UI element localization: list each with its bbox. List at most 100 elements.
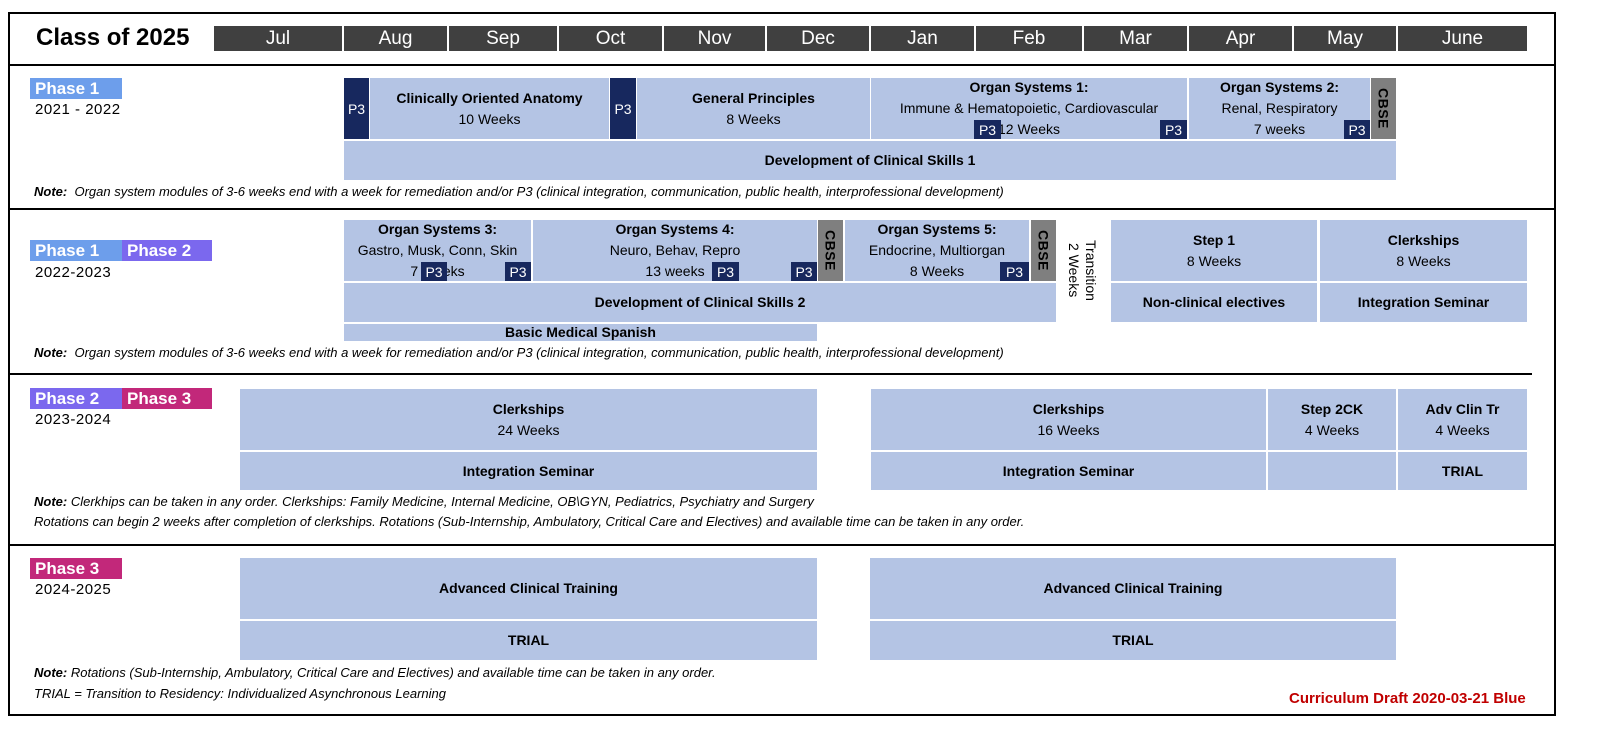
block-title: Adv Clin Tr bbox=[1425, 400, 1500, 417]
month-jul: Jul bbox=[214, 26, 342, 51]
phase-2-badge: Phase 2 bbox=[30, 388, 122, 409]
general-principles-block: General Principles 8 Weeks bbox=[637, 78, 870, 139]
cbse-block: CBSE bbox=[818, 220, 843, 281]
p3-block: P3 bbox=[1000, 262, 1029, 281]
step-1-block: Step 1 8 Weeks bbox=[1111, 220, 1317, 281]
month-feb: Feb bbox=[976, 26, 1082, 51]
note-text: TRIAL = Transition to Residency: Individ… bbox=[34, 686, 447, 701]
block-weeks: 4 Weeks bbox=[1304, 421, 1360, 438]
note-label: Note: bbox=[34, 494, 68, 509]
cbse-block: CBSE bbox=[1031, 220, 1056, 281]
block-title: Advanced Clinical Training bbox=[1043, 580, 1223, 596]
divider-header bbox=[8, 64, 1556, 66]
month-nov: Nov bbox=[664, 26, 765, 51]
block-title: Integration Seminar bbox=[462, 462, 595, 479]
organ-systems-2-block: Organ Systems 2: Renal, Respiratory 7 we… bbox=[1189, 78, 1370, 139]
month-aug: Aug bbox=[344, 26, 447, 51]
block-title: Organ Systems 3: bbox=[377, 221, 498, 237]
note-text: Clerkhips can be taken in any order. Cle… bbox=[70, 494, 814, 509]
block-title: Clerkships bbox=[1387, 231, 1460, 248]
row4-years: 2024-2025 bbox=[35, 581, 112, 598]
non-clinical-electives-block: Non-clinical electives bbox=[1111, 283, 1317, 322]
row2-years: 2022-2023 bbox=[35, 264, 112, 281]
phase-1-badge: Phase 1 bbox=[30, 240, 122, 261]
p3-block: P3 bbox=[791, 262, 817, 281]
advanced-clinical-training-block: Advanced Clinical Training bbox=[870, 558, 1396, 619]
block-title: TRIAL bbox=[1112, 632, 1154, 648]
block-weeks: 8 Weeks bbox=[909, 263, 965, 279]
divider-row3 bbox=[8, 544, 1556, 546]
p3-block: P3 bbox=[421, 262, 447, 281]
row4-note-1: Note: Rotations (Sub-Internship, Ambulat… bbox=[34, 665, 716, 680]
curriculum-draft-label: Curriculum Draft 2020-03-21 Blue bbox=[1289, 690, 1526, 707]
block-title: Organ Systems 1: bbox=[969, 79, 1089, 95]
block-subtitle: Gastro, Musk, Conn, Skin bbox=[357, 242, 518, 258]
row3-note-1: Note: Clerkhips can be taken in any orde… bbox=[34, 494, 814, 509]
block-title: Development of Clinical Skills 2 bbox=[594, 294, 806, 310]
block-title: Step 2CK bbox=[1300, 400, 1364, 417]
block-title: Non-clinical electives bbox=[1142, 294, 1286, 310]
dcs1-block: Development of Clinical Skills 1 bbox=[344, 141, 1396, 180]
block-weeks: 12 Weeks bbox=[998, 121, 1060, 137]
block-weeks: 10 Weeks bbox=[458, 110, 521, 127]
dcs2-block: Development of Clinical Skills 2 bbox=[344, 283, 1056, 322]
month-oct: Oct bbox=[559, 26, 662, 51]
empty-block bbox=[1268, 452, 1396, 490]
block-title: Organ Systems 2: bbox=[1219, 79, 1340, 95]
divider-row1 bbox=[8, 208, 1556, 210]
cbse-block: CBSE bbox=[1371, 78, 1396, 139]
step-2ck-block: Step 2CK 4 Weeks bbox=[1268, 389, 1396, 450]
p3-block: P3 bbox=[1160, 120, 1187, 139]
block-title: TRIAL bbox=[1441, 462, 1484, 479]
p3-block: P3 bbox=[1344, 120, 1370, 139]
block-title: Basic Medical Spanish bbox=[505, 324, 656, 340]
block-title: Development of Clinical Skills 1 bbox=[764, 152, 976, 168]
cbse-label: CBSE bbox=[822, 230, 839, 271]
organ-systems-5-block: Organ Systems 5: Endocrine, Multiorgan 8… bbox=[845, 220, 1029, 281]
page-title: Class of 2025 bbox=[36, 24, 190, 51]
p3-block: P3 bbox=[344, 78, 369, 139]
phase-3-badge: Phase 3 bbox=[122, 388, 212, 409]
row1-note: Note: Organ system modules of 3-6 weeks … bbox=[34, 184, 1004, 199]
block-title: Organ Systems 5: bbox=[877, 221, 997, 237]
block-weeks: 7 weeks bbox=[1253, 121, 1306, 137]
block-title: Step 1 bbox=[1192, 231, 1235, 248]
p3-block: P3 bbox=[505, 262, 531, 281]
row3-note-2: Rotations can begin 2 weeks after comple… bbox=[34, 514, 1024, 529]
block-title: Organ Systems 4: bbox=[615, 221, 735, 237]
month-sep: Sep bbox=[449, 26, 557, 51]
row4-note-2: TRIAL = Transition to Residency: Individ… bbox=[34, 686, 446, 701]
integration-seminar-block: Integration Seminar bbox=[240, 452, 817, 490]
row1-years: 2021 - 2022 bbox=[35, 101, 121, 118]
month-dec: Dec bbox=[767, 26, 869, 51]
note-label: Note: bbox=[34, 665, 68, 680]
block-title: Clinically Oriented Anatomy bbox=[396, 89, 583, 106]
block-weeks: 8 Weeks bbox=[1186, 252, 1242, 269]
p3-block: P3 bbox=[712, 262, 739, 281]
phase-2-badge: Phase 2 bbox=[122, 240, 212, 261]
note-text: Organ system modules of 3-6 weeks end wi… bbox=[74, 184, 1004, 199]
row2-note: Note: Organ system modules of 3-6 weeks … bbox=[34, 345, 1004, 360]
block-title: TRIAL bbox=[507, 632, 550, 648]
month-june: June bbox=[1398, 26, 1527, 51]
note-text: Organ system modules of 3-6 weeks end wi… bbox=[74, 345, 1004, 360]
transition-label: Transition 2 Weeks bbox=[1058, 220, 1106, 320]
note-label: Note: bbox=[34, 184, 68, 199]
cbse-label: CBSE bbox=[1035, 230, 1052, 271]
block-weeks: 8 Weeks bbox=[726, 110, 781, 127]
row3-years: 2023-2024 bbox=[35, 411, 112, 428]
p3-block: P3 bbox=[610, 78, 636, 139]
month-apr: Apr bbox=[1189, 26, 1292, 51]
integration-seminar-block: Integration Seminar bbox=[871, 452, 1266, 490]
calendar-frame bbox=[8, 12, 1556, 716]
organ-systems-1-block: Organ Systems 1: Immune & Hematopoietic,… bbox=[871, 78, 1187, 139]
block-title: Integration Seminar bbox=[1357, 294, 1490, 310]
block-subtitle: Endocrine, Multiorgan bbox=[868, 242, 1006, 258]
block-subtitle: Neuro, Behav, Repro bbox=[609, 242, 741, 258]
month-may: May bbox=[1294, 26, 1396, 51]
integration-seminar-block: Integration Seminar bbox=[1320, 283, 1527, 322]
trial-block: TRIAL bbox=[240, 621, 817, 660]
block-title: Clerkships bbox=[492, 400, 565, 417]
trial-block: TRIAL bbox=[870, 621, 1396, 660]
month-jan: Jan bbox=[871, 26, 974, 51]
